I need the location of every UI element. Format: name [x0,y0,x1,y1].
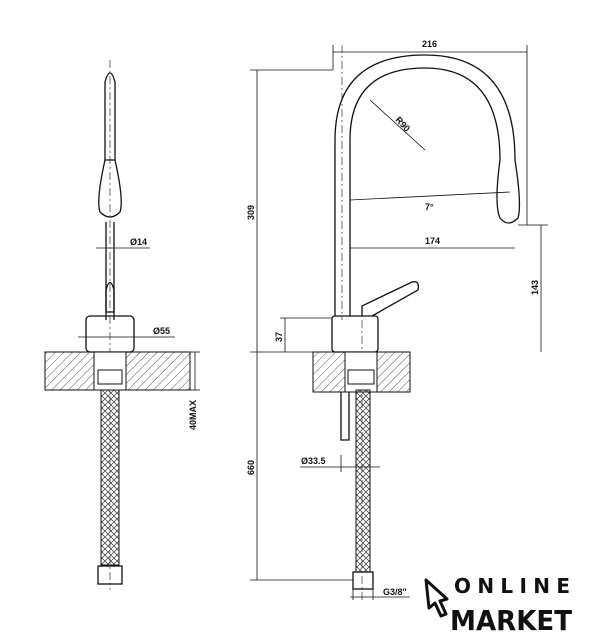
lever [361,281,420,317]
spout-tube [104,72,116,160]
spout-head [98,159,122,218]
hose-length-label: 660 [246,460,256,475]
lever [105,281,115,313]
body-diameter-label: Ø55 [153,326,170,336]
side-view: Ø14 Ø55 40MAX [44,60,200,590]
logo-online: ONLINE [454,574,570,598]
radius-line [369,99,426,151]
cursor-icon [424,578,449,618]
front-view: 216 R90 7° 174 143 309 660 37 Ø33.5 G3/8… [246,39,548,600]
total-height-label: 309 [246,205,256,220]
supply-hose [355,389,371,573]
angle-line [349,191,511,201]
inlet-pipe [340,392,350,441]
reach-label: 174 [425,236,440,246]
width-label: 216 [422,39,437,49]
supply-hose [100,389,120,566]
mounting-nut [347,369,375,385]
logo-market: MARKET [450,604,572,637]
spout-height-label: 143 [530,280,540,295]
spout-diameter-label: Ø14 [130,237,147,247]
hose-nut [352,571,374,590]
body-base [331,315,379,353]
connection-label: G3/8" [383,587,407,597]
counter-max-label: 40MAX [188,400,198,430]
mounting-nut [97,369,123,385]
spout-arc-inner [349,67,501,316]
hole-diameter-label: Ø33.5 [301,456,326,466]
spout-head [496,159,521,224]
angle-label: 7° [425,202,434,212]
body-height-label: 37 [274,332,284,342]
hose-nut [97,565,123,585]
online-market-logo: ONLINE MARKET [424,574,572,637]
spout-arc [334,54,516,316]
radius-label: R90 [394,115,412,134]
